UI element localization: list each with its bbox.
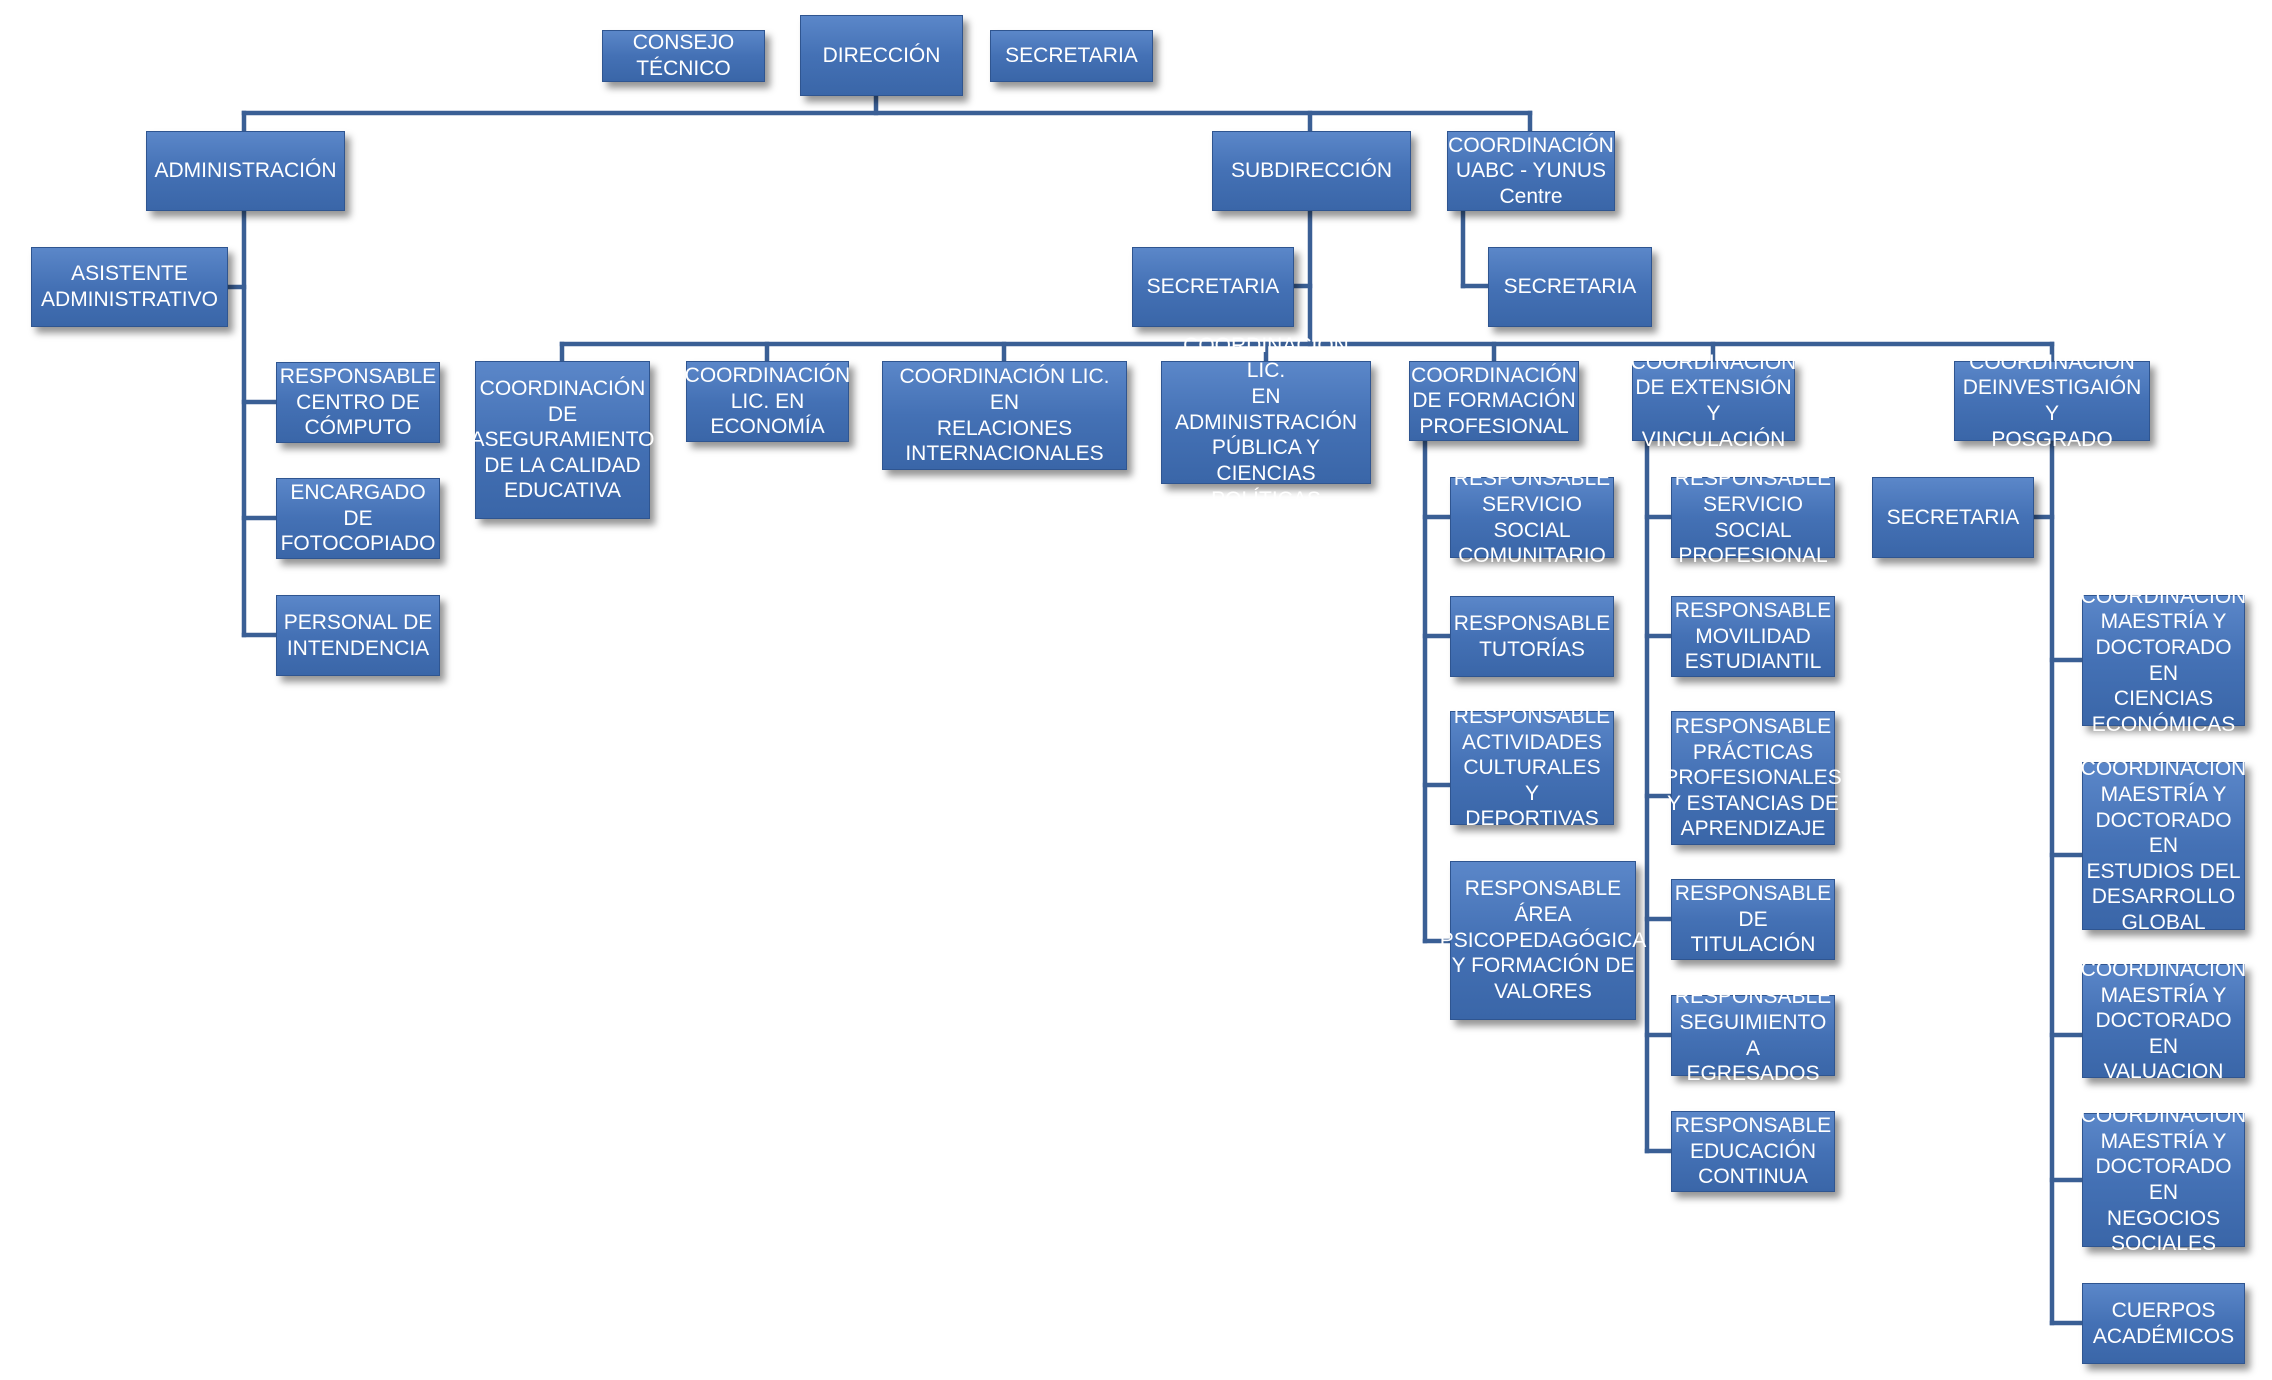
node-label: CUERPOS ACADÉMICOS: [2092, 1298, 2235, 1348]
node-coordinacion-md-ciencias-economicas: COORDINACIÓN MAESTRÍA Y DOCTORADO EN CIE…: [2081, 585, 2247, 736]
node-responsable-area-psicopedagogica: RESPONSABLE ÁREA PSICOPEDAGÓGICA Y FORMA…: [1440, 861, 1646, 1020]
node-responsable-movilidad-estudiantil: RESPONSABLE MOVILIDAD ESTUDIANTIL: [1671, 596, 1835, 677]
node-label: RESPONSABLE MOVILIDAD ESTUDIANTIL: [1674, 599, 1832, 674]
node-label: COORDINACIÓN MAESTRÍA Y DOCTORADO EN NEG…: [2080, 1104, 2247, 1256]
node-responsable-centro-computo: RESPONSABLE CENTRO DE CÓMPUTO: [276, 362, 440, 443]
node-secretaria-uabc: SECRETARIA: [1488, 247, 1652, 327]
node-asistente-administrativo: ASISTENTE ADMINISTRATIVO: [31, 247, 228, 327]
node-label: SECRETARIA: [1886, 505, 2020, 529]
node-coordinacion-md-desarrollo-global: COORDINACIÓN MAESTRÍA Y DOCTORADO EN EST…: [2081, 757, 2247, 934]
node-label: SUBDIRECCIÓN: [1230, 159, 1393, 183]
node-coordinacion-md-valuacion: COORDINACIÓN MAESTRÍA Y DOCTORADO EN VAL…: [2081, 958, 2247, 1083]
node-label: COORDINACIÓN MAESTRÍA Y DOCTORADO EN CIE…: [2080, 584, 2247, 736]
node-responsable-servicio-social-profesional: RESPONSABLE SERVICIO SOCIAL PROFESIONAL: [1671, 467, 1835, 567]
node-responsable-educacion-continua: RESPONSABLE EDUCACIÓN CONTINUA: [1671, 1111, 1835, 1192]
node-coordinacion-relaciones-internacionales: COORDINACIÓN LIC. EN RELACIONES INTERNAC…: [882, 361, 1127, 470]
node-coordinacion-uabc: COORDINACIÓN UABC - YUNUS Centre: [1447, 131, 1615, 211]
node-responsable-tutorias: RESPONSABLE TUTORÍAS: [1450, 596, 1614, 677]
node-label: COORDINACIÓN DE FORMACIÓN PROFESIONAL: [1411, 363, 1577, 438]
node-encargado-fotocopiado: ENCARGADO DE FOTOCOPIADO: [276, 478, 440, 559]
node-label: COORDINACIÓN DEINVESTIGAIÓN Y POSGRADO: [1962, 350, 2142, 451]
node-responsable-actividades-culturales: RESPONSABLE ACTIVIDADES CULTURALES Y DEP…: [1450, 705, 1614, 830]
node-consejo-tecnico: CONSEJO TÉCNICO: [602, 30, 765, 82]
node-label: RESPONSABLE ACTIVIDADES CULTURALES Y DEP…: [1453, 704, 1611, 831]
node-label: DIRECCIÓN: [822, 43, 941, 67]
node-label: SECRETARIA: [1146, 275, 1280, 299]
node-secretaria-subdireccion: SECRETARIA: [1132, 247, 1294, 327]
node-coordinacion-investigacion-posgrado: COORDINACIÓN DEINVESTIGAIÓN Y POSGRADO: [1954, 351, 2150, 451]
node-label: COORDINACIÓN LIC. EN ADMINISTRACIÓN PÚBL…: [1174, 333, 1357, 511]
node-label: RESPONSABLE SEGUIMIENTO A EGRESADOS: [1674, 985, 1832, 1086]
node-label: CONSEJO TÉCNICO: [632, 31, 735, 80]
node-responsable-servicio-social-comunitario: RESPONSABLE SERVICIO SOCIAL COMUNITARIO: [1450, 467, 1614, 567]
node-label: COORDINACIÓN LIC. EN ECONOMÍA: [684, 364, 851, 439]
node-label: COORDINACIÓN DE EXTENSIÓN Y VINCULACIÓN: [1630, 350, 1797, 451]
node-label: SECRETARIA: [1005, 44, 1138, 68]
node-responsable-seguimiento-egresados: RESPONSABLE SEGUIMIENTO A EGRESADOS: [1671, 985, 1835, 1085]
node-cuerpos-academicos: CUERPOS ACADÉMICOS: [2082, 1283, 2245, 1364]
node-label: SECRETARIA: [1503, 275, 1637, 299]
node-coordinacion-economia: COORDINACIÓN LIC. EN ECONOMÍA: [684, 361, 851, 442]
node-responsable-practicas-profesionales: RESPONSABLE PRÁCTICAS PROFESIONALES Y ES…: [1664, 711, 1842, 845]
node-label: RESPONSABLE TUTORÍAS: [1453, 611, 1611, 661]
node-label: RESPONSABLE ÁREA PSICOPEDAGÓGICA Y FORMA…: [1439, 877, 1647, 1003]
node-coordinacion-administracion-publica: COORDINACIÓN LIC. EN ADMINISTRACIÓN PÚBL…: [1161, 334, 1371, 511]
node-label: COORDINACIÓN MAESTRÍA Y DOCTORADO EN VAL…: [2080, 957, 2247, 1084]
node-label: RESPONSABLE EDUCACIÓN CONTINUA: [1674, 1114, 1832, 1189]
node-label: COORDINACIÓN LIC. EN RELACIONES INTERNAC…: [899, 365, 1110, 466]
node-secretaria-direccion: SECRETARIA: [990, 30, 1153, 82]
node-coordinacion-formacion-profesional: COORDINACIÓN DE FORMACIÓN PROFESIONAL: [1409, 361, 1579, 441]
node-label: RESPONSABLE PRÁCTICAS PROFESIONALES Y ES…: [1664, 714, 1842, 841]
node-responsable-titulacion: RESPONSABLE DE TITULACIÓN: [1671, 879, 1835, 960]
node-coordinacion-md-negocios-sociales: COORDINACIÓN MAESTRÍA Y DOCTORADO EN NEG…: [2081, 1104, 2247, 1255]
node-direccion: DIRECCIÓN: [800, 15, 963, 96]
node-label: ENCARGADO DE FOTOCOPIADO: [280, 481, 436, 556]
node-administracion: ADMINISTRACIÓN: [146, 131, 345, 211]
node-label: COORDINACIÓN MAESTRÍA Y DOCTORADO EN EST…: [2080, 757, 2247, 935]
node-label: RESPONSABLE DE TITULACIÓN: [1674, 882, 1832, 957]
node-personal-intendencia: PERSONAL DE INTENDENCIA: [276, 595, 440, 676]
node-label: RESPONSABLE SERVICIO SOCIAL PROFESIONAL: [1674, 467, 1832, 568]
node-label: ASISTENTE ADMINISTRATIVO: [41, 262, 218, 311]
node-label: PERSONAL DE INTENDENCIA: [283, 610, 433, 660]
node-coordinacion-aseguramiento: COORDINACIÓN DE ASEGURAMIENTO DE LA CALI…: [471, 361, 655, 519]
node-coordinacion-extension-vinculacion: COORDINACIÓN DE EXTENSIÓN Y VINCULACIÓN: [1631, 351, 1797, 451]
node-label: RESPONSABLE SERVICIO SOCIAL COMUNITARIO: [1453, 467, 1611, 568]
node-label: COORDINACIÓN UABC - YUNUS Centre: [1448, 133, 1614, 208]
node-label: RESPONSABLE CENTRO DE CÓMPUTO: [279, 365, 437, 440]
node-label: ADMINISTRACIÓN: [154, 159, 337, 183]
node-label: COORDINACIÓN DE ASEGURAMIENTO DE LA CALI…: [470, 376, 655, 503]
node-secretaria-investigacion: SECRETARIA: [1872, 477, 2034, 558]
node-subdireccion: SUBDIRECCIÓN: [1212, 131, 1411, 211]
